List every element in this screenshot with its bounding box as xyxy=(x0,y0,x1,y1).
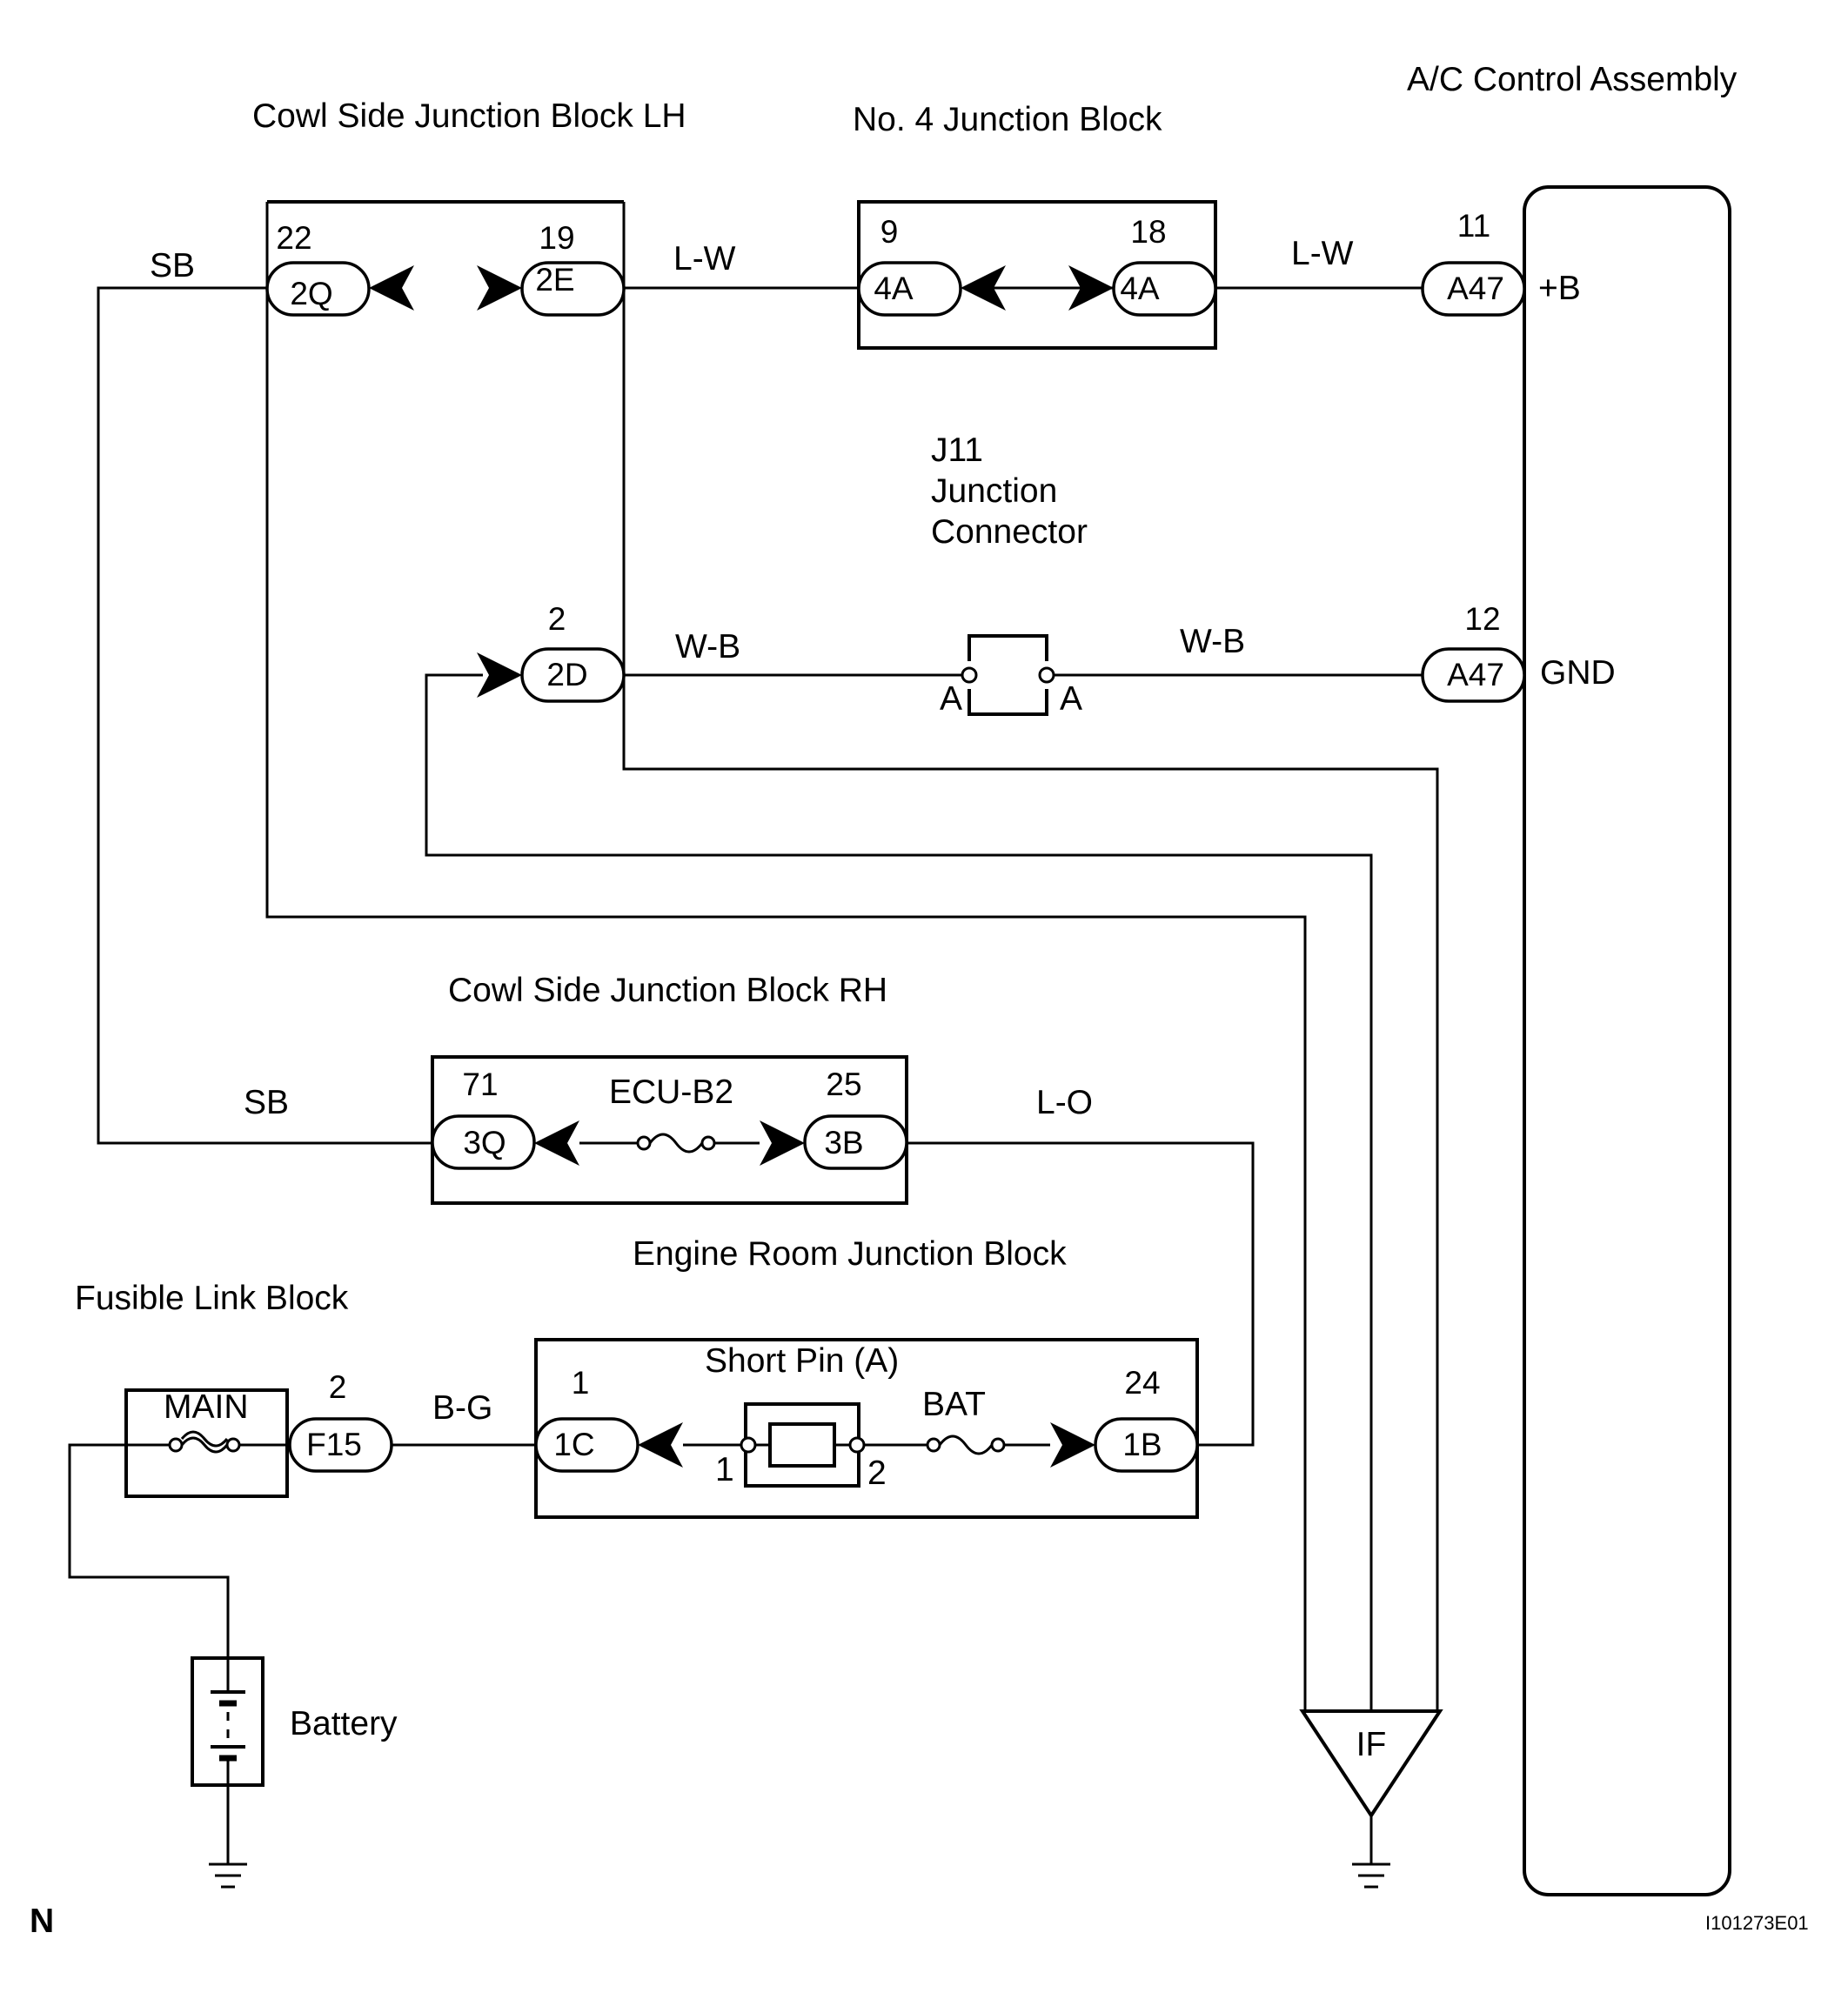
fuse-label-ecu-b2: ECU-B2 xyxy=(609,1073,733,1111)
wire-sb xyxy=(97,286,432,1145)
connector-code-4A-in: 4A xyxy=(874,271,914,306)
pin-number-A47-gnd: 12 xyxy=(1464,601,1500,637)
wire-label-lw-2: L-W xyxy=(1291,235,1354,272)
title-cowl-rh: Cowl Side Junction Block RH xyxy=(448,972,887,1009)
figure-id: I101273E01 xyxy=(1705,1912,1809,1934)
pin-number-1C: 1 xyxy=(572,1365,590,1401)
fuse-main-icon xyxy=(126,1430,287,1454)
wires xyxy=(68,202,1439,1864)
short-pin-icon xyxy=(683,1402,870,1488)
corner-mark: N xyxy=(30,1903,54,1940)
pin-number-4A-out: 18 xyxy=(1130,214,1166,250)
wire-wb-drain xyxy=(425,673,1373,1716)
connector-3Q xyxy=(431,1114,536,1170)
pin-number-1B: 24 xyxy=(1124,1365,1160,1401)
pin-number-2Q: 22 xyxy=(276,220,311,256)
connector-3B xyxy=(803,1114,908,1170)
wire-lo xyxy=(907,1141,1255,1447)
title-fusible-link: Fusible Link Block xyxy=(75,1280,349,1317)
fuse-bat-icon xyxy=(870,1435,1050,1455)
arrow-2E xyxy=(477,265,522,311)
fuse-ecu-b2-icon xyxy=(579,1133,760,1154)
pin-number-F15: 2 xyxy=(329,1369,347,1405)
pin-number-3Q: 71 xyxy=(462,1067,498,1102)
ground-point-label: IF xyxy=(1356,1726,1387,1763)
battery-icon xyxy=(191,1656,264,1787)
ground-if-icon xyxy=(1352,1863,1390,1889)
pin-number-2E: 19 xyxy=(539,220,574,256)
arrow-2D xyxy=(477,652,522,698)
j11-terminal-right xyxy=(1038,666,1055,684)
ground-battery-icon xyxy=(209,1863,247,1889)
j11-terminal-left xyxy=(961,666,978,684)
wire-label-sb-bottom: SB xyxy=(244,1084,289,1121)
short-pin-terminal-2: 2 xyxy=(867,1455,887,1492)
wire-label-bg: B-G xyxy=(432,1389,492,1427)
connector-code-2D: 2D xyxy=(546,657,587,692)
title-j11-line3: Connector xyxy=(931,513,1088,551)
arrow-2Q xyxy=(369,265,414,311)
connector-code-2Q: 2Q xyxy=(290,276,332,311)
title-cowl-lh: Cowl Side Junction Block LH xyxy=(252,97,686,135)
j11-terminal-left-label: A xyxy=(940,680,962,718)
title-j11-line2: Junction xyxy=(931,472,1057,510)
wire-label-lw-1: L-W xyxy=(673,240,736,278)
connector-2E xyxy=(520,261,626,317)
fusible-link-box xyxy=(124,1388,289,1498)
wire-label-wb-2: W-B xyxy=(1180,623,1245,660)
arrow-3Q xyxy=(534,1120,579,1166)
connector-code-3B: 3B xyxy=(824,1125,863,1160)
engine-room-box xyxy=(534,1338,1199,1519)
arrow-1C xyxy=(638,1422,683,1468)
pin-number-3B: 25 xyxy=(826,1067,861,1102)
connector-A47-gnd xyxy=(1421,647,1526,703)
wire-label-lo: L-O xyxy=(1036,1084,1093,1121)
connector-2Q xyxy=(265,261,371,317)
fuse-label-main: MAIN xyxy=(164,1388,249,1426)
connector-code-2E: 2E xyxy=(535,262,574,298)
connector-code-1B: 1B xyxy=(1122,1427,1162,1462)
connector-4A-out xyxy=(1112,261,1217,317)
j11-terminal-right-label: A xyxy=(1060,680,1082,718)
title-j11-line1: J11 xyxy=(931,431,983,469)
no4-junction-box xyxy=(857,200,1217,350)
cowl-rh-box xyxy=(431,1055,908,1205)
wire-label-wb-1: W-B xyxy=(675,628,740,665)
connector-code-1C: 1C xyxy=(553,1427,594,1462)
wire-lh-outer xyxy=(265,202,1307,1716)
pin-number-4A-in: 9 xyxy=(880,214,899,250)
pin-number-2D: 2 xyxy=(548,601,566,637)
connector-arrows xyxy=(369,265,1114,1468)
connector-code-3Q: 3Q xyxy=(463,1125,506,1160)
title-engine-room: Engine Room Junction Block xyxy=(633,1235,1067,1273)
title-ac-control: A/C Control Assembly xyxy=(1407,61,1738,98)
fuse-label-bat: BAT xyxy=(922,1386,986,1423)
connector-code-F15: F15 xyxy=(306,1427,362,1462)
connector-4A-in xyxy=(857,261,962,317)
connector-code-4A-out: 4A xyxy=(1120,271,1160,306)
j11-box xyxy=(968,634,1048,716)
wire-label-sb-top: SB xyxy=(150,247,195,284)
connector-F15 xyxy=(288,1417,393,1473)
wire-battery xyxy=(68,1443,230,1658)
arrow-4A-in xyxy=(961,265,1006,311)
title-battery: Battery xyxy=(290,1705,398,1742)
terminal-gnd: GND xyxy=(1540,654,1616,692)
wire-lh-inner xyxy=(622,202,1439,1716)
short-pin-terminal-1: 1 xyxy=(715,1451,734,1488)
ground-point-if-icon xyxy=(1299,1709,1443,1819)
terminal-plus-b: +B xyxy=(1538,270,1581,307)
arrow-1B xyxy=(1050,1422,1095,1468)
title-short-pin: Short Pin (A) xyxy=(705,1342,899,1380)
connector-code-A47-gnd: A47 xyxy=(1447,657,1504,692)
connector-A47-b xyxy=(1421,261,1526,317)
title-no4: No. 4 Junction Block xyxy=(853,101,1162,138)
arrow-3B xyxy=(760,1120,805,1166)
ac-control-box xyxy=(1523,185,1731,1896)
arrow-4A-out xyxy=(1068,265,1114,311)
connector-code-A47-b: A47 xyxy=(1447,271,1504,306)
pin-number-A47-b: 11 xyxy=(1457,208,1490,244)
